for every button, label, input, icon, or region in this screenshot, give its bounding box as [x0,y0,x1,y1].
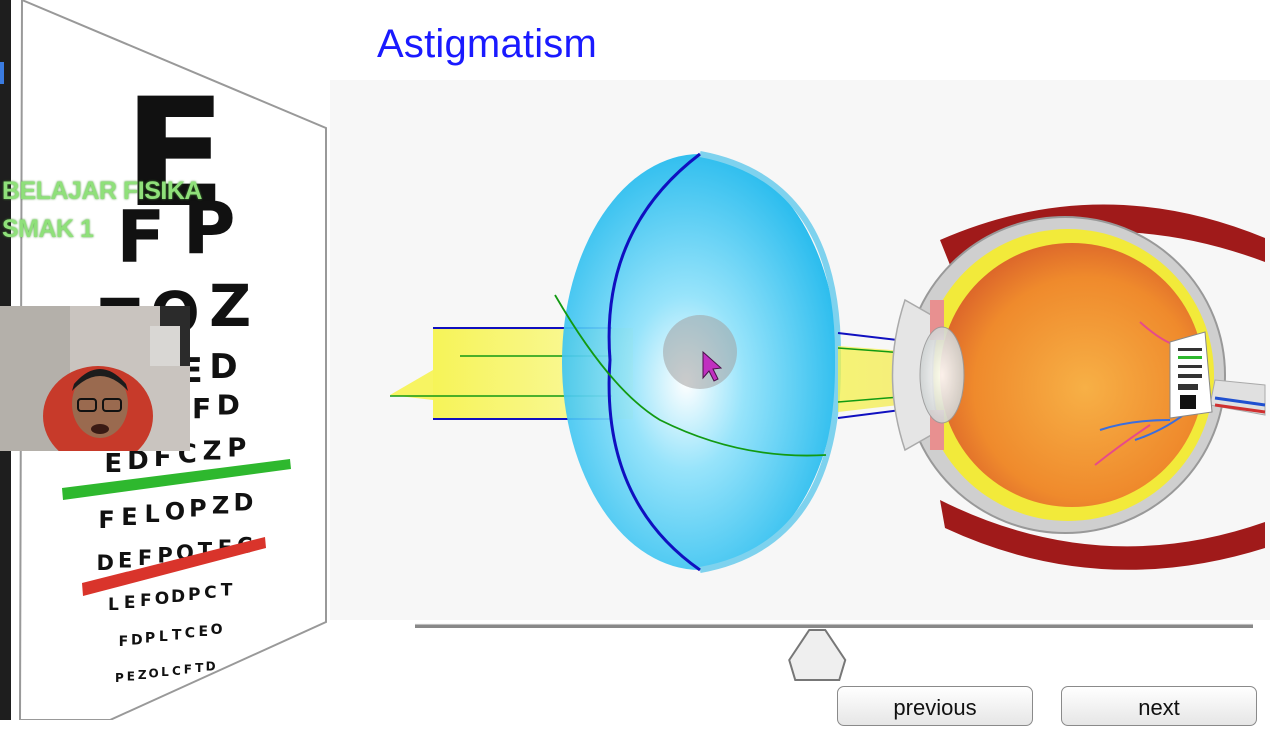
watermark-line-2: SMAK 1 [2,215,94,243]
chart-letter: E [124,593,136,613]
presenter-face [72,370,128,438]
chart-letter: P [183,186,236,270]
chart-letter: P [115,671,124,685]
chart-red-line [82,537,266,596]
chart-letter: D [131,632,143,648]
lens[interactable] [554,151,842,573]
chart-letter: F [119,634,129,650]
slider-handle[interactable] [788,629,847,681]
chart-letter: D [233,489,253,517]
chart-letter: C [172,664,181,678]
chart-letter: T [221,581,233,601]
chart-letter: F [192,392,211,425]
eye-diagram [891,204,1266,570]
chart-letter: L [145,500,160,528]
chart-letter: O [165,497,185,525]
chart-letter: Z [138,668,147,682]
chart-letter: E [121,503,137,531]
chart-letter: P [145,631,155,647]
chart-letter: F [98,506,114,534]
chart-letter: T [195,661,204,675]
chart-green-line [62,459,291,500]
webcam-feed [0,306,190,451]
cursor-highlight [663,315,737,389]
chart-letter: O [148,667,158,681]
chart-letter: D [217,389,240,422]
chart-letter: C [185,626,195,642]
chart-letter: D [96,551,113,575]
chart-letter: E [198,624,208,640]
left-edge-tab [0,62,4,84]
slider[interactable] [415,623,1253,681]
chart-letter: L [108,595,119,615]
cursor-icon [702,350,723,382]
previous-button[interactable]: previous [837,686,1033,726]
chart-letter: D [171,587,185,607]
chart-letter: Z [203,437,222,467]
chart-letter: C [204,583,216,603]
chart-letter: F [184,662,192,676]
chart-letter: T [172,627,182,643]
chart-letter: D [209,347,237,387]
chart-letter: P [189,494,207,522]
retina-image [1169,331,1213,419]
page-title: Astigmatism [377,22,598,66]
chart-letter: D [206,659,216,673]
chart-letter: F [140,591,152,611]
chart-letter: L [161,665,169,679]
chart-letter: F [116,195,165,279]
chart-letter: E [104,449,122,479]
next-button[interactable]: next [1061,686,1257,726]
chart-letter: E [124,67,226,241]
webcam-overlay [0,306,190,451]
chart-letter: E [127,670,135,684]
chart-letter: D [127,446,149,476]
chart-letter: Z [209,272,251,340]
chart-letter: F [138,546,152,570]
chart-letter: P [227,433,246,463]
chart-letter: Z [212,492,229,520]
watermark-line-1: BELAJAR FISIKA [2,177,202,205]
chart-letter: E [118,548,132,572]
chart-letter: L [159,629,168,645]
chart-letter: O [211,622,223,638]
chart-letter: O [155,589,169,609]
chart-letter: P [188,585,200,605]
